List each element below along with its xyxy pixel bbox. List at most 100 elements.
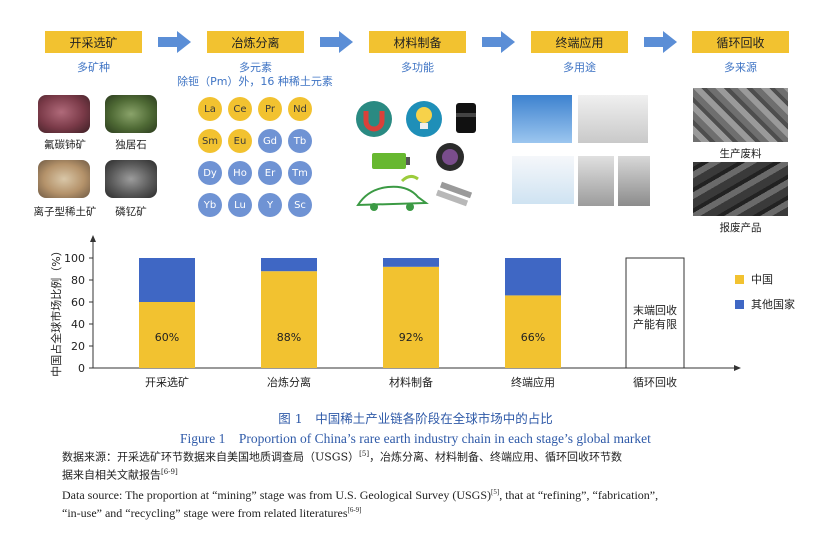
electric-car-icon <box>356 174 429 211</box>
element-circle: Yb <box>198 193 222 217</box>
y-axis-arrow <box>90 235 96 242</box>
stage-label: 开采选矿 <box>69 35 118 50</box>
source-text: , that at “refining”, “fabrication”, <box>499 488 659 502</box>
source-text: “in-use” and “recycling” stage were from… <box>62 506 348 520</box>
legend-swatch <box>735 275 744 284</box>
bar-others <box>383 258 439 267</box>
element-circle: Y <box>258 193 282 217</box>
stage-sub-inuse: 多用途 <box>563 61 596 74</box>
element-circle: Tb <box>288 129 312 153</box>
mineral-label: 独居石 <box>115 139 147 151</box>
element-circle: Gd <box>258 129 282 153</box>
xenotime-photo <box>105 160 157 198</box>
element-circle: Pr <box>258 97 282 121</box>
bar-china <box>139 302 195 368</box>
stacked-bar-chart: 020406080100中国占全球市场比例（%）60%开采选矿88%冶炼分离92… <box>49 235 795 389</box>
mineral-label: 磷钇矿 <box>115 206 147 218</box>
data-label: 60% <box>155 331 179 344</box>
x-axis-arrow <box>734 365 741 371</box>
lightbulb-icon <box>406 101 442 137</box>
bar-others <box>505 258 561 296</box>
stage-sub-fabrication: 多功能 <box>401 61 434 74</box>
stage-sub-mining: 多矿种 <box>77 61 110 74</box>
stage-recycling: 循环回收 <box>692 31 789 53</box>
bar-others <box>261 258 317 272</box>
battery-icon <box>372 153 410 169</box>
reference-mark: [6-9] <box>161 467 178 476</box>
reference-mark: [5] <box>359 450 370 458</box>
bar-others <box>139 258 195 302</box>
figure-caption-cn: 图 1 中国稀土产业链各阶段在全球市场中的占比 <box>278 411 553 426</box>
x-tick-label: 开采选矿 <box>145 376 189 389</box>
source-text: 数据来源：开采选矿环节数据来自美国地质调查局（USGS） <box>62 450 360 464</box>
stage-label: 终端应用 <box>555 35 604 50</box>
y-axis-label: 中国占全球市场比例（%） <box>49 245 63 376</box>
metal-bars-icon <box>435 181 473 207</box>
stage-sub-recycling: 多来源 <box>724 61 757 74</box>
y-tick-label: 20 <box>71 340 85 353</box>
scrap-product-photo <box>693 162 788 216</box>
y-tick-label: 100 <box>64 252 85 265</box>
element-circle: La <box>198 97 222 121</box>
production-waste-photo <box>693 88 788 142</box>
bar-china <box>383 266 439 368</box>
car-photo <box>578 95 648 143</box>
data-label: 66% <box>521 331 545 344</box>
stage-label: 材料制备 <box>393 35 442 50</box>
y-tick-label: 60 <box>71 296 85 309</box>
x-tick-label: 材料制备 <box>389 375 433 389</box>
battery-barrel-icon <box>456 103 476 133</box>
element-circle: Ce <box>228 97 252 121</box>
legend-label: 中国 <box>751 273 773 286</box>
bar-china <box>505 295 561 368</box>
ionic-ore-photo <box>38 160 90 198</box>
mineral-label: 离子型稀土矿 <box>33 206 97 218</box>
data-label: 92% <box>399 331 423 344</box>
element-circle: Sm <box>198 129 222 153</box>
stage-mining: 开采选矿 <box>45 31 142 53</box>
monazite-photo <box>105 95 157 133</box>
washing-machine-photo <box>578 156 614 206</box>
source-text: Data source: The proportion at “mining” … <box>62 488 492 502</box>
magnet-icon <box>356 101 392 137</box>
material-icons <box>356 101 476 211</box>
stage-sub-refining: 多元素 <box>239 61 272 74</box>
refrigerator-photo <box>618 156 650 206</box>
legend-label: 其他国家 <box>751 297 795 311</box>
element-circle: Tm <box>288 161 312 185</box>
source-text: 据来自相关文献报告 <box>62 468 161 482</box>
stage-refining: 冶炼分离 <box>207 31 304 53</box>
y-tick-label: 80 <box>71 274 85 287</box>
mineral-label: 氟碳铈矿 <box>44 139 86 151</box>
source-text: ，冶炼分离、材料制备、终端应用、循环回收环节数 <box>369 450 623 464</box>
source-note-en: Data source: The proportion at “mining” … <box>62 485 812 521</box>
legend-swatch <box>735 300 744 309</box>
stage-label: 循环回收 <box>716 35 765 50</box>
recycling-label: 生产废料 <box>719 148 762 160</box>
element-circle: Nd <box>288 97 312 121</box>
stage-label: 冶炼分离 <box>231 35 280 50</box>
y-tick-label: 0 <box>78 362 85 375</box>
reference-mark: [5] <box>491 488 500 496</box>
figure-caption-en: Figure 1 Proportion of China’s rare eart… <box>180 431 651 446</box>
x-tick-label: 循环回收 <box>633 375 677 389</box>
x-tick-label: 冶炼分离 <box>267 375 311 389</box>
bar-china <box>261 271 317 368</box>
x-tick-label: 终端应用 <box>511 375 555 389</box>
source-note-cn: 数据来源：开采选矿环节数据来自美国地质调查局（USGS）[5]，冶炼分离、材料制… <box>62 447 802 482</box>
wind-turbine-photo <box>512 95 572 143</box>
bar-empty <box>625 257 685 369</box>
bastnaesite-photo <box>38 95 90 133</box>
element-circle: Ho <box>228 161 252 185</box>
recycling-label: 报废产品 <box>719 222 762 234</box>
camera-lens-icon <box>436 143 464 171</box>
element-circle: Er <box>258 161 282 185</box>
element-circle: Eu <box>228 129 252 153</box>
stage-sub-refining-detail: 除钷（Pm）外，16 种稀土元素 <box>177 75 333 88</box>
stage-fabrication: 材料制备 <box>369 31 466 53</box>
element-circle: Lu <box>228 193 252 217</box>
stage-inuse: 终端应用 <box>531 31 628 53</box>
y-tick-label: 40 <box>71 318 85 331</box>
empty-note-line: 末端回收 <box>633 303 677 317</box>
air-conditioner-photo <box>512 156 574 204</box>
